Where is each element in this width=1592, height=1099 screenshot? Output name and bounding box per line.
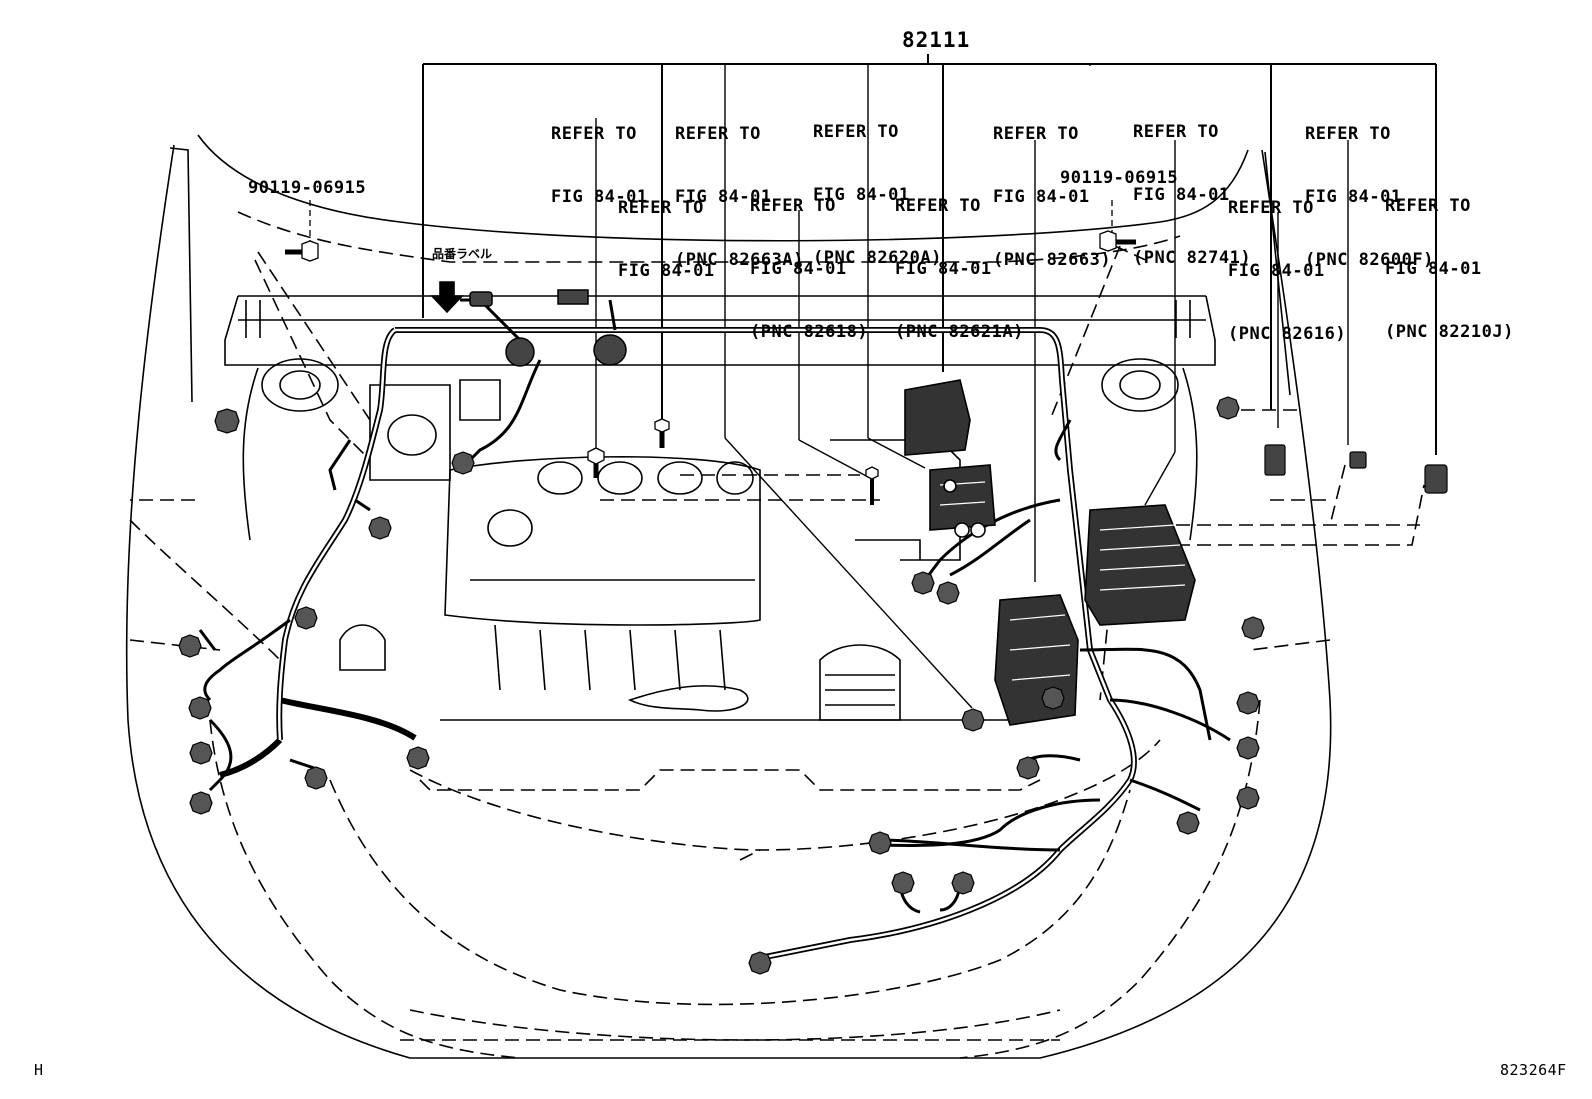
main-part-bracket: [422, 54, 1437, 455]
callout-7: REFER TO FIG 84-01: [618, 156, 715, 324]
callout-11-line-1: REFER TO: [1385, 196, 1471, 216]
callout-2-line-2: FIG 84-01: [675, 187, 772, 207]
wire-harness-inner: [277, 328, 1136, 960]
callout-2: REFER TO FIG 84-01 (PNC 82663A): [675, 82, 804, 313]
callout-11: REFER TO FIG 84-01 (PNC 82210J): [1385, 154, 1514, 385]
engine-block: [440, 456, 1040, 721]
callout-4-line-1: REFER TO: [993, 124, 1079, 144]
strut-towers: [242, 358, 1198, 541]
callout-6-line-2: FIG 84-01: [1305, 187, 1402, 207]
callout-4: REFER TO FIG 84-01 (PNC 82663): [993, 82, 1111, 313]
relay-circles: [943, 479, 986, 538]
callout-8-line-2: FIG 84-01: [750, 259, 847, 279]
callout-3-line-3: (PNC 82620A): [813, 248, 942, 268]
callout-9-line-3: (PNC 82621A): [895, 322, 1024, 342]
callout-8-line-3: (PNC 82618): [750, 322, 869, 342]
callout-11-line-3: (PNC 82210J): [1385, 322, 1514, 342]
callout-8-line-1: REFER TO: [750, 196, 836, 216]
callout-6: REFER TO FIG 84-01 (PNC 82600F): [1305, 82, 1434, 313]
callout-8: REFER TO FIG 84-01 (PNC 82618): [750, 154, 868, 385]
illustration-number: 823264F: [1500, 1061, 1567, 1079]
callout-9: REFER TO FIG 84-01 (PNC 82621A): [895, 154, 1024, 385]
wire-branches: [198, 298, 1231, 914]
bolt-part-number-right: 90119-06915: [1060, 168, 1179, 188]
label-arrow: [430, 281, 464, 314]
callout-3: REFER TO FIG 84-01 (PNC 82620A): [813, 80, 942, 311]
callout-leaders: [595, 64, 1349, 709]
grommets: [469, 289, 627, 367]
connectors: [178, 396, 1265, 975]
loose-parts: [1264, 444, 1448, 494]
callout-3-line-2: FIG 84-01: [813, 185, 910, 205]
callout-6-line-3: (PNC 82600F): [1305, 250, 1434, 270]
callout-9-line-1: REFER TO: [895, 196, 981, 216]
callout-5-line-1: REFER TO: [1133, 122, 1219, 142]
callout-2-line-1: REFER TO: [675, 124, 761, 144]
callout-4-line-3: (PNC 82663): [993, 250, 1112, 270]
bolts: [285, 200, 1136, 505]
callout-9-line-2: FIG 84-01: [895, 259, 992, 279]
callout-7-line-1: REFER TO: [618, 198, 704, 218]
callout-6-line-1: REFER TO: [1305, 124, 1391, 144]
main-part-number: 82111: [902, 28, 971, 52]
callout-11-line-2: FIG 84-01: [1385, 259, 1482, 279]
cowl-panel: [224, 295, 1216, 366]
part-number-label-jp: 品番ラベル: [432, 247, 493, 261]
callout-5-line-3: (PNC 82741): [1133, 248, 1252, 268]
callout-7-line-2: FIG 84-01: [618, 261, 715, 281]
left-components: [339, 379, 501, 671]
callout-1-line-1: REFER TO: [551, 124, 637, 144]
bolt-part-number-left: 90119-06915: [248, 178, 367, 198]
callout-10-line-2: FIG 84-01: [1228, 261, 1325, 281]
callout-4-line-2: FIG 84-01: [993, 187, 1090, 207]
callout-2-line-3: (PNC 82663A): [675, 250, 804, 270]
corner-code-left: H: [34, 1061, 44, 1079]
callout-10: REFER TO FIG 84-01 (PNC 82616): [1228, 156, 1346, 387]
callout-1: REFER TO FIG 84-01: [551, 82, 648, 250]
callout-10-line-3: (PNC 82616): [1228, 324, 1347, 344]
callout-5: REFER TO FIG 84-01 (PNC 82741): [1133, 80, 1251, 311]
callout-1-line-2: FIG 84-01: [551, 187, 648, 207]
callout-3-line-1: REFER TO: [813, 122, 899, 142]
callout-5-line-2: FIG 84-01: [1133, 185, 1230, 205]
hood-outline: [125, 134, 1332, 1059]
callout-10-line-1: REFER TO: [1228, 198, 1314, 218]
